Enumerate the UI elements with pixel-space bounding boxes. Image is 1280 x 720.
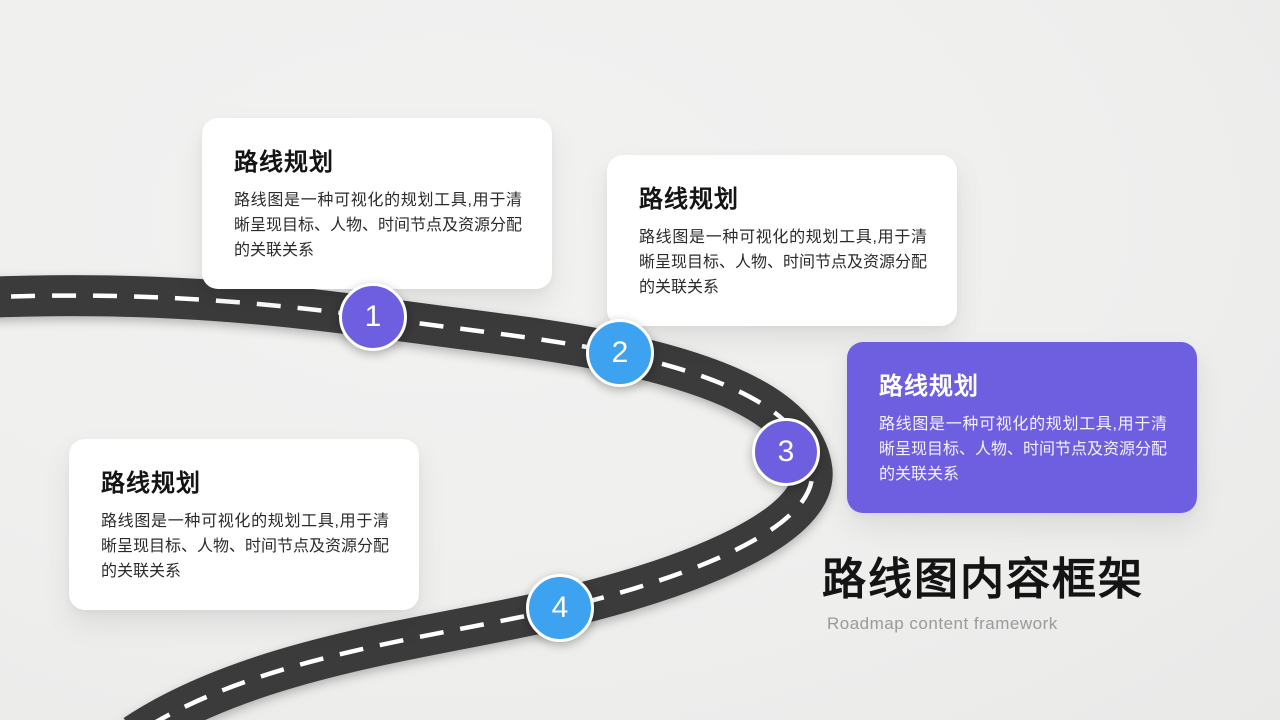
card-body-text: 路线图是一种可视化的规划工具,用于清晰呈现目标、人物、时间节点及资源分配的关联关… xyxy=(639,229,928,296)
card-title: 路线规划 xyxy=(879,373,979,400)
card-title: 路线规划 xyxy=(234,149,334,176)
milestone-number: 2 xyxy=(611,336,629,369)
card-title: 路线规划 xyxy=(101,470,201,497)
roadmap-card-1[interactable]: 路线规划 路线图是一种可视化的规划工具,用于清晰呈现目标、人物、时间节点及资源分… xyxy=(202,118,552,290)
slide-title: 路线图内容框架 xyxy=(822,555,1144,604)
milestone-1-marker[interactable]: 1 xyxy=(339,283,407,351)
title-block: 路线图内容框架 Roadmap content framework xyxy=(822,555,1242,634)
milestone-number: 3 xyxy=(777,435,795,468)
milestone-4-marker[interactable]: 4 xyxy=(526,574,594,642)
slide-subtitle: Roadmap content framework xyxy=(827,614,1058,634)
roadmap-card-4[interactable]: 路线规划 路线图是一种可视化的规划工具,用于清晰呈现目标、人物、时间节点及资源分… xyxy=(69,439,419,611)
milestone-number: 1 xyxy=(364,300,382,333)
milestone-number: 4 xyxy=(551,591,569,624)
card-title: 路线规划 xyxy=(639,186,739,213)
milestone-3-marker[interactable]: 3 xyxy=(752,418,820,486)
card-body-text: 路线图是一种可视化的规划工具,用于清晰呈现目标、人物、时间节点及资源分配的关联关… xyxy=(234,192,523,259)
card-body-text: 路线图是一种可视化的规划工具,用于清晰呈现目标、人物、时间节点及资源分配的关联关… xyxy=(879,416,1168,483)
milestone-2-marker[interactable]: 2 xyxy=(586,319,654,387)
road-centerline xyxy=(0,293,815,720)
roadmap-card-2[interactable]: 路线规划 路线图是一种可视化的规划工具,用于清晰呈现目标、人物、时间节点及资源分… xyxy=(607,155,957,327)
roadmap-card-3[interactable]: 路线规划 路线图是一种可视化的规划工具,用于清晰呈现目标、人物、时间节点及资源分… xyxy=(847,342,1197,514)
card-body-text: 路线图是一种可视化的规划工具,用于清晰呈现目标、人物、时间节点及资源分配的关联关… xyxy=(101,513,390,580)
